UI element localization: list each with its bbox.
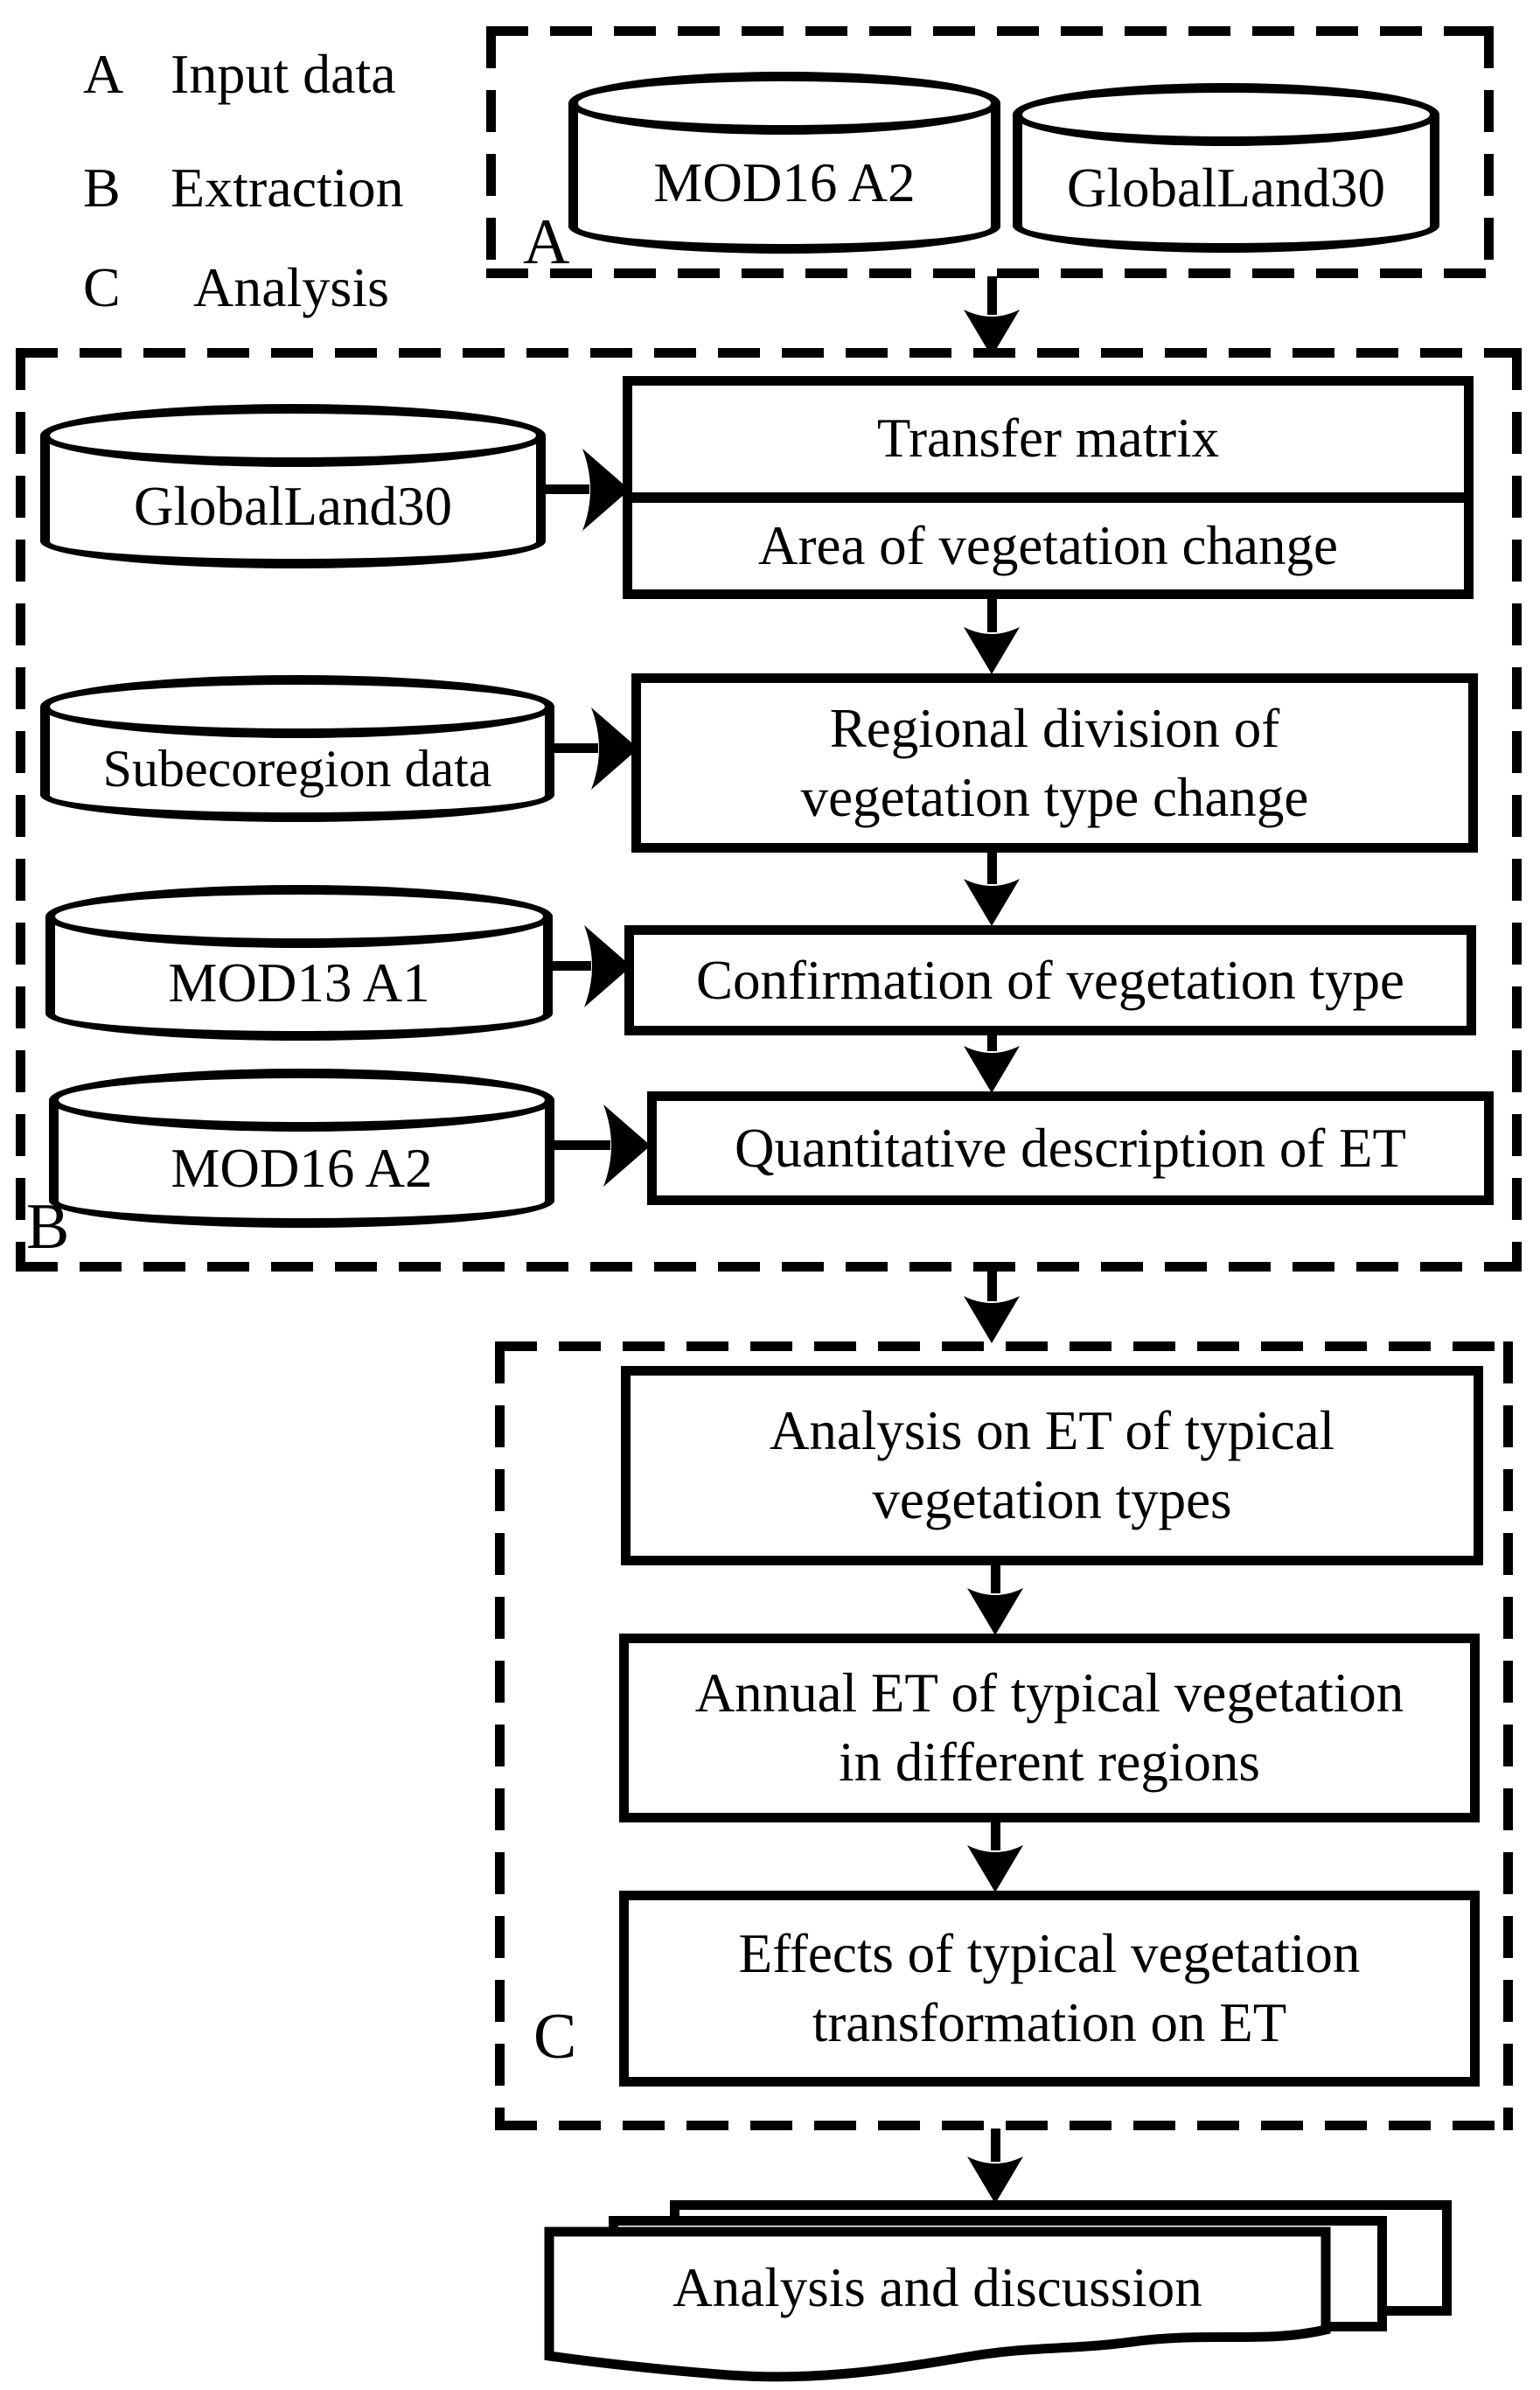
legend-item-input-data: A Input data: [83, 43, 396, 105]
cylinder-label: MOD16 A2: [171, 1137, 433, 1199]
output-label: Analysis and discussion: [672, 2256, 1202, 2318]
analysis-on-et-box: Analysis on ET of typical vegetation typ…: [621, 1366, 1483, 1565]
arrow-head: [584, 925, 631, 1007]
arrow-head: [964, 1046, 1020, 1093]
cylinder-mod16-a2: MOD16 A2: [49, 1069, 554, 1228]
dashed-border-segment: [1503, 1341, 1513, 2130]
dashed-border-segment: [495, 1341, 1513, 1351]
section-c-marker: C: [533, 2001, 577, 2073]
arrow-head: [964, 1296, 1020, 1343]
legend-label: Input data: [171, 43, 396, 105]
cylinder-top-ellipse: [40, 675, 554, 738]
cylinder-label: GlobalLand30: [134, 475, 452, 537]
arrow-shaft: [551, 743, 598, 753]
legend-key: B: [83, 157, 121, 219]
cylinder-subecoregion-data: Subecoregion data: [40, 675, 554, 822]
arrow-shaft: [987, 1034, 997, 1051]
arrow-shaft: [987, 851, 997, 884]
annual-et-box: Annual ET of typical vegetation in diffe…: [619, 1634, 1480, 1822]
arrow-c2-to-c3: [967, 1821, 1023, 1892]
cylinder-label: GlobalLand30: [1067, 157, 1385, 219]
arrow-shaft: [987, 597, 997, 632]
arrow-shaft: [987, 276, 997, 315]
arrow-row2-to-row3: [964, 851, 1020, 926]
arrow-head: [964, 310, 1020, 357]
cylinder-globalland30-input: GlobalLand30: [1013, 83, 1439, 253]
legend-item-extraction: B Extraction: [83, 157, 404, 219]
section-a-marker: A: [523, 206, 570, 278]
dashed-border-segment: [486, 26, 1494, 36]
arrow-shaft: [551, 1140, 610, 1150]
legend-label: Analysis: [193, 256, 389, 318]
paper-sheet-outline: [544, 2226, 1331, 2382]
dashed-border-segment: [486, 26, 496, 278]
legend-key: C: [83, 256, 121, 318]
section-b-frame: [16, 348, 1522, 1272]
cylinder-top-ellipse: [45, 885, 553, 948]
dashed-border-segment: [495, 2121, 1513, 2130]
section-a-frame: [486, 26, 1494, 278]
transfer-matrix-group-box: Transfer matrix Area of vegetation chang…: [623, 376, 1474, 599]
arrow-row3-to-row4: [964, 1034, 1020, 1093]
dashed-border-segment: [486, 268, 1494, 278]
cylinder-label: MOD13 A1: [168, 951, 430, 1014]
section-c-frame: [495, 1341, 1513, 2130]
arrow-subecoregion-to-regional: [551, 707, 638, 790]
cylinder-top-ellipse: [568, 72, 1000, 135]
dashed-border-segment: [1512, 348, 1522, 1272]
regional-division-box: Regional division of vegetation type cha…: [631, 673, 1478, 853]
arrow-shaft: [991, 1821, 1000, 1850]
cylinder-label: Subecoregion data: [102, 739, 492, 798]
legend-label: Extraction: [171, 157, 404, 219]
arrow-shaft: [991, 2129, 1000, 2162]
arrow-head: [591, 707, 638, 790]
arrow-globalland30-to-matrix: [542, 449, 630, 531]
arrow-shaft: [542, 484, 589, 494]
cylinder-label: MOD16 A2: [653, 151, 916, 213]
arrow-head: [964, 627, 1020, 674]
arrow-shaft: [991, 1564, 1000, 1593]
legend-key: A: [83, 43, 124, 105]
legend-item-analysis: C Analysis: [83, 256, 389, 318]
cylinder-top-ellipse: [1013, 83, 1439, 146]
arrow-c-to-output: [967, 2129, 1023, 2204]
arrow-head: [603, 1104, 651, 1187]
dashed-border-segment: [16, 348, 25, 1272]
cylinder-mod16-a2-input: MOD16 A2: [568, 72, 1000, 254]
cylinder-mod13-a1: MOD13 A1: [45, 885, 553, 1041]
confirmation-box: Confirmation of vegetation type: [624, 925, 1476, 1035]
paper-sheet-front: [544, 2226, 1331, 2382]
dashed-border-segment: [495, 1341, 505, 2130]
cylinder-top-ellipse: [49, 1069, 554, 1132]
transfer-matrix-box: Transfer matrix: [876, 408, 1220, 470]
arrow-head: [582, 449, 630, 531]
dashed-border-segment: [16, 348, 1522, 358]
cylinder-globalland30: GlobalLand30: [40, 404, 546, 568]
arrow-shaft: [987, 1263, 997, 1301]
cylinder-top-ellipse: [40, 404, 546, 467]
arrow-b-to-c: [964, 1263, 1020, 1343]
arrow-mod16-to-quantitative: [551, 1104, 651, 1187]
dashed-border-segment: [1484, 26, 1494, 278]
arrow-head: [964, 879, 1020, 926]
arrow-mod13-to-confirmation: [549, 925, 631, 1007]
area-of-vegetation-change-box: Area of vegetation change: [632, 492, 1464, 589]
arrow-head: [967, 1588, 1023, 1635]
arrow-head: [967, 1845, 1023, 1892]
arrow-a-to-b: [964, 276, 1020, 357]
quantitative-description-box: Quantitative description of ET: [647, 1091, 1494, 1205]
arrow-row1-to-row2: [964, 597, 1020, 674]
arrow-shaft: [549, 961, 591, 971]
arrow-c1-to-c2: [967, 1564, 1023, 1635]
arrow-head: [967, 2157, 1023, 2204]
effects-of-transformation-box: Effects of typical vegetation transforma…: [619, 1891, 1480, 2087]
dashed-border-segment: [16, 1262, 1522, 1272]
